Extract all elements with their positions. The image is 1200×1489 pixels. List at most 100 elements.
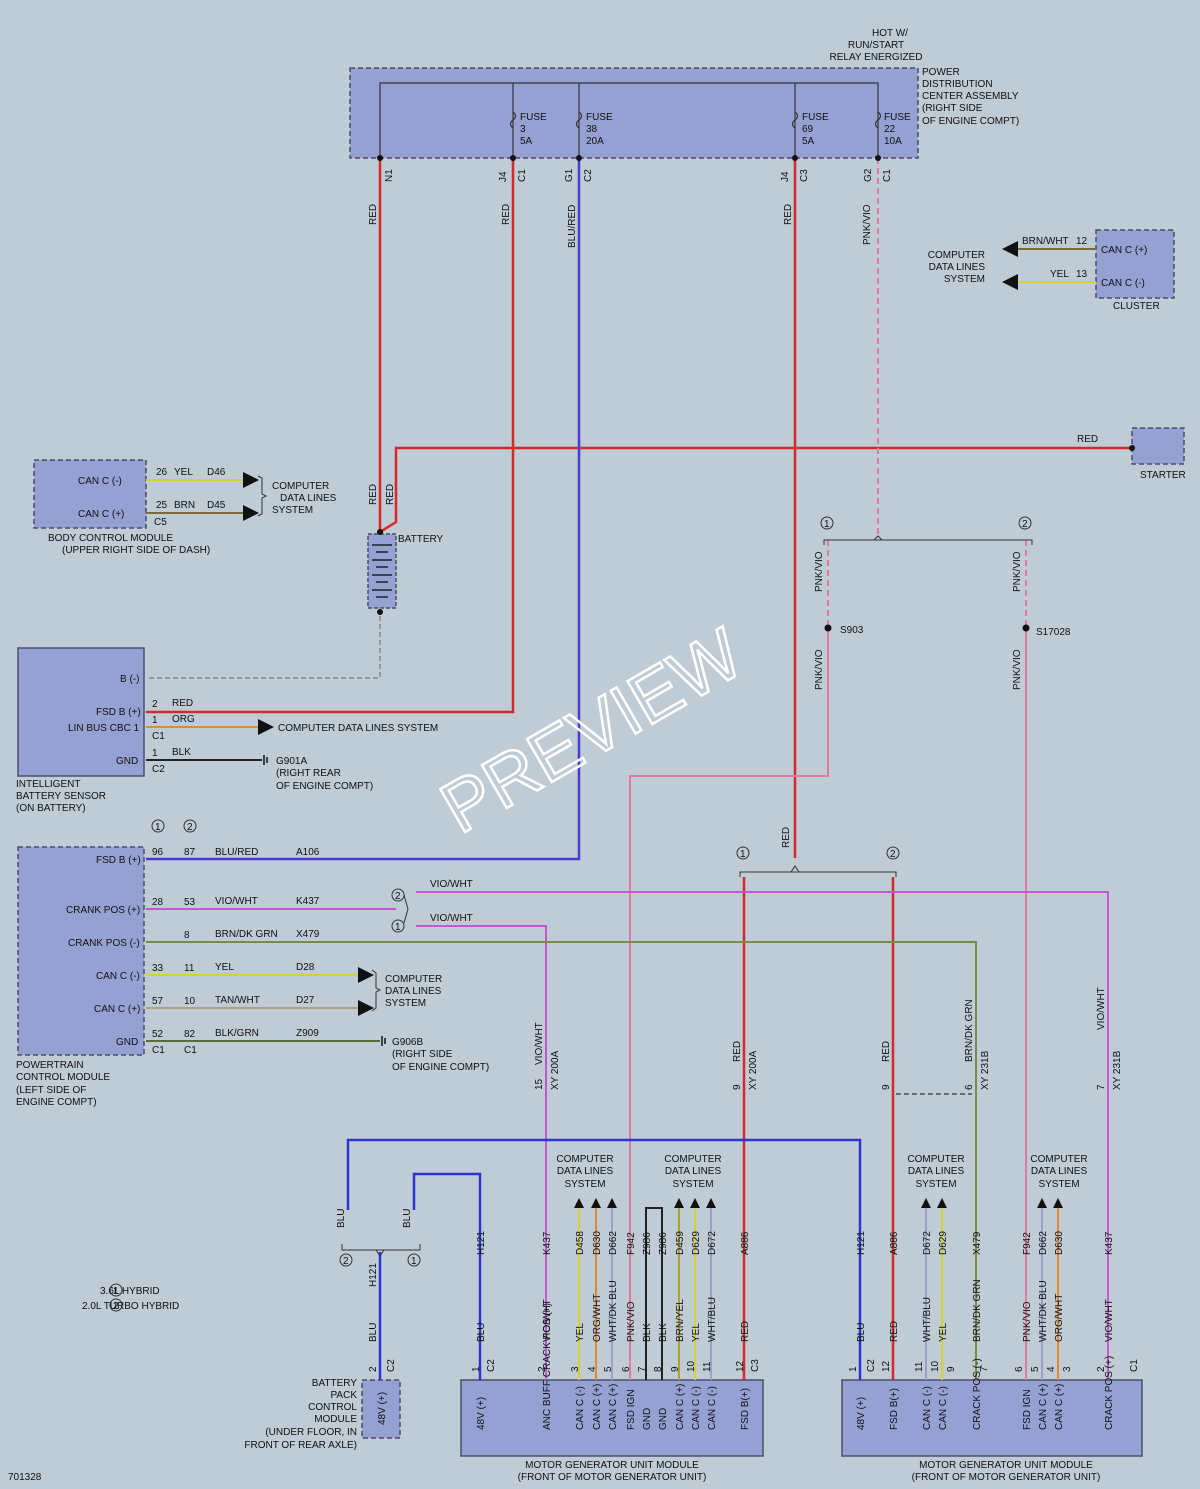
pcm-label-4: ENGINE COMPT) xyxy=(16,1097,97,1108)
pcm-wire-brngrn: BRN/DK GRN xyxy=(215,929,278,940)
mgu2-circuit: D672 xyxy=(922,1231,933,1255)
ibs-pin-b-minus: B (-) xyxy=(120,674,139,685)
mgu2-pin-number: 11 xyxy=(914,1361,925,1372)
bcm-sys-2: DATA LINES xyxy=(280,493,337,504)
pcm-circuit-z909: Z909 xyxy=(296,1028,319,1039)
inline-a-color: VIO/WHT xyxy=(534,1022,545,1065)
mgu1-pin-name: CAN C (+) xyxy=(608,1384,619,1430)
mgu1-sys-b1: COMPUTER xyxy=(664,1154,721,1165)
mgu1-sys-a2: DATA LINES xyxy=(557,1166,614,1177)
bcm-label-2: (UPPER RIGHT SIDE OF DASH) xyxy=(62,545,210,556)
ibs-wire-org: ORG xyxy=(172,714,195,725)
mgu2-wire-color: BLU xyxy=(856,1323,867,1342)
mgu2-pin-number: 10 xyxy=(930,1360,941,1372)
cluster-pin-13: 13 xyxy=(1076,269,1088,280)
pcm-wire-yel: YEL xyxy=(215,962,234,973)
bcm-sys-1: COMPUTER xyxy=(272,481,329,492)
pcm-label-1: POWERTRAIN xyxy=(16,1060,84,1071)
option-1-splice: 1 xyxy=(824,519,830,530)
pcm-label-3: (LEFT SIDE OF xyxy=(16,1085,86,1096)
fuse-22-wire: PNK/VIO xyxy=(862,204,873,245)
mgu1-conn-c3: C3 xyxy=(750,1359,761,1372)
mgu2-wire-color: BRN/DK GRN xyxy=(972,1279,983,1342)
mgu1-pin-number: 9 xyxy=(670,1366,681,1372)
pcm-circuit-d28: D28 xyxy=(296,962,315,973)
mgu2-circuit: X479 xyxy=(972,1231,983,1255)
mgu1-label-1: MOTOR GENERATOR UNIT MODULE xyxy=(525,1460,699,1471)
splice-color-1b: PNK/VIO xyxy=(814,649,825,690)
mgu1-wire-color: BRN/YEL xyxy=(675,1299,686,1342)
mgu1-pin-name: GND xyxy=(658,1408,669,1430)
mgu1-circuit: H121 xyxy=(476,1231,487,1255)
blu-label-left: BLU xyxy=(336,1209,347,1228)
ibs-pin-1: 1 xyxy=(152,715,158,726)
mgu1-pin-number: 7 xyxy=(637,1366,648,1372)
mgu1-pin-name: CAN C (-) xyxy=(691,1386,702,1430)
pdc-label-5: OF ENGINE COMPT) xyxy=(922,116,1019,127)
mgu1-sys-b2: DATA LINES xyxy=(665,1166,722,1177)
mgu1-circuit: D459 xyxy=(675,1231,686,1255)
mgu2-conn-c2: C2 xyxy=(866,1359,877,1372)
fuse-22-amps: 10A xyxy=(884,136,902,147)
bpcm-conn: C2 xyxy=(386,1359,397,1372)
splice-s903: S903 xyxy=(840,625,864,636)
mgu1-pin-name: CAN C (+) xyxy=(675,1384,686,1430)
ibs-lin-dest: COMPUTER DATA LINES SYSTEM xyxy=(278,723,438,734)
mgu1-pin-name: CAN C (+) xyxy=(592,1384,603,1430)
fuse-3-pin: J4 xyxy=(498,171,509,182)
mgu2-wire-color: PNK/VIO xyxy=(1022,1301,1033,1342)
pcm-pin-82: 82 xyxy=(184,1029,196,1040)
mgu1-pin-name: GND xyxy=(642,1408,653,1430)
mgu1-wire-color: BLK xyxy=(642,1323,653,1342)
mgu2-pin-number: 5 xyxy=(1030,1366,1041,1372)
pcm-circuit-d27: D27 xyxy=(296,995,315,1006)
starter-label: STARTER xyxy=(1140,470,1186,481)
option-1-legend: 1 xyxy=(113,1286,119,1297)
pcm-pin-can-plus: CAN C (+) xyxy=(94,1004,140,1015)
fuse-69-wire: RED xyxy=(783,204,794,225)
inline-d-color: BRN/DK GRN xyxy=(964,999,975,1062)
mgu2-circuit: D629 xyxy=(938,1231,949,1255)
bcm-circuit-d46: D46 xyxy=(207,467,226,478)
pcm-pin-11: 11 xyxy=(184,963,195,974)
mgu2-pin-number: 3 xyxy=(1062,1366,1073,1372)
splice-color-1a: PNK/VIO xyxy=(814,551,825,592)
option-2-splice: 2 xyxy=(1022,519,1028,530)
mgu1-pin-number: 2 xyxy=(537,1366,548,1372)
fuse-3-connector: C1 xyxy=(517,169,528,182)
splice-color-2b: PNK/VIO xyxy=(1012,649,1023,690)
pcm-pin-87: 87 xyxy=(184,847,196,858)
mgu2-wire-color: YEL xyxy=(938,1323,949,1342)
fuse-38-pin: G1 xyxy=(564,168,575,182)
mgu2-pin-name: CAN C (+) xyxy=(1038,1384,1049,1430)
pcm-wire-viowht: VIO/WHT xyxy=(215,896,258,907)
bpcm-label-2: PACK xyxy=(331,1390,358,1401)
mgu2-pin-name: 48V (+) xyxy=(856,1397,867,1430)
pcm-circuit-k437: K437 xyxy=(296,896,320,907)
bcm-wire-yel: YEL xyxy=(174,467,193,478)
pcm-sys-2: DATA LINES xyxy=(385,986,442,997)
mgu1-pin-name: CAN C (-) xyxy=(575,1386,586,1430)
pcm-pin-fsd: FSD B (+) xyxy=(96,855,141,866)
cluster-sys-3: SYSTEM xyxy=(944,274,985,285)
battery-wire-2: RED xyxy=(385,484,396,505)
bpcm-label-3: CONTROL xyxy=(308,1402,357,1413)
pcm-pin-53: 53 xyxy=(184,897,196,908)
hot-label-3: RELAY ENERGIZED xyxy=(830,52,923,63)
fuse-38-amps: 20A xyxy=(586,136,604,147)
mgu1-pin-number: 11 xyxy=(702,1361,713,1372)
ibs-ground: G901A xyxy=(276,756,307,767)
mgu1-circuit: D672 xyxy=(707,1231,718,1255)
mgu2-pin-name: FSD IGN xyxy=(1022,1389,1033,1430)
option-2-crank: 2 xyxy=(395,891,401,902)
pcm-pin-crank-minus: CRANK POS (-) xyxy=(68,938,140,949)
inline-e-conn: XY 231B xyxy=(1112,1050,1123,1090)
mgu2-pin-number: 4 xyxy=(1046,1366,1057,1372)
mgu2-circuit: K437 xyxy=(1104,1231,1115,1255)
fuse-22-pin: G2 xyxy=(863,168,874,182)
inline-a-conn: XY 200A xyxy=(550,1050,561,1090)
cluster-sys-2: DATA LINES xyxy=(929,262,986,273)
fuse-69-name: FUSE xyxy=(802,112,829,123)
pcm-label-2: CONTROL MODULE xyxy=(16,1072,110,1083)
mgu1-pin-number: 1 xyxy=(471,1366,482,1372)
